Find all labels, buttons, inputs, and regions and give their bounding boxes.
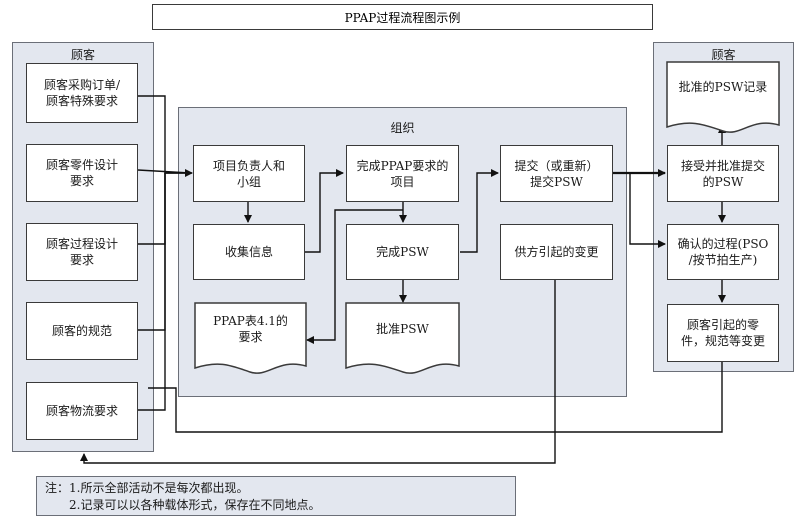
approved-record-document bbox=[666, 61, 780, 133]
connector-change-feedback bbox=[148, 362, 723, 433]
diagram-title: PPAP过程流程图示例 bbox=[152, 4, 653, 30]
complete-ppap-box: 完成PPAP要求的 项目 bbox=[346, 145, 459, 202]
customer-spec-box: 顾客的规范 bbox=[26, 302, 138, 360]
customer-purchase-order-box: 顾客采购订单/ 顾客特殊要求 bbox=[26, 63, 138, 123]
connector-complete-to-table bbox=[306, 209, 403, 344]
left-panel-title: 顾客 bbox=[70, 48, 95, 62]
complete-psw-box: 完成PSW bbox=[346, 224, 459, 280]
connector-logistics bbox=[138, 169, 193, 411]
notes-box: 注：1.所示全部活动不是每次都出现。 2.记录可以以各种载体形式，保存在不同地点… bbox=[36, 476, 516, 516]
submit-psw-box: 提交（或重新） 提交PSW bbox=[500, 145, 613, 202]
approve-psw-label: 批准PSW bbox=[376, 322, 429, 336]
customer-part-design-box: 顾客零件设计 要求 bbox=[26, 144, 138, 202]
right-panel-title: 顾客 bbox=[711, 48, 736, 62]
project-lead-box: 项目负责人和 小组 bbox=[193, 145, 305, 202]
supplier-change-box: 供方引起的变更 bbox=[500, 224, 613, 280]
customer-logistics-box: 顾客物流要求 bbox=[26, 382, 138, 440]
center-panel-title: 组织 bbox=[390, 121, 415, 135]
approved-record-label: 批准的PSW记录 bbox=[678, 80, 768, 94]
customer-change-box: 顾客引起的零 件，规范等变更 bbox=[667, 304, 779, 362]
ppap-table-label: PPAP表4.1的 要求 bbox=[213, 314, 288, 344]
connector-psw-to-submit bbox=[460, 169, 499, 253]
connector-supplier-feedback bbox=[80, 280, 556, 464]
connector-process-design bbox=[138, 173, 166, 245]
connector-submit-to-confirm bbox=[629, 173, 666, 248]
note-line-1: 注：1.所示全部活动不是每次都出现。 bbox=[45, 481, 249, 495]
confirm-process-box: 确认的过程(PSO /按节拍生产) bbox=[667, 224, 779, 280]
collect-info-box: 收集信息 bbox=[193, 224, 305, 280]
connector-collect-to-complete bbox=[305, 169, 344, 253]
connector-purchase-order bbox=[138, 95, 190, 174]
connector-spec bbox=[138, 173, 166, 331]
note-line-2: 2.记录可以以各种载体形式，保存在不同地点。 bbox=[69, 498, 321, 512]
ppap-table-document bbox=[194, 302, 307, 374]
accept-approve-box: 接受并批准提交 的PSW bbox=[667, 145, 779, 202]
customer-process-design-box: 顾客过程设计 要求 bbox=[26, 223, 138, 281]
approve-psw-document bbox=[345, 302, 460, 374]
